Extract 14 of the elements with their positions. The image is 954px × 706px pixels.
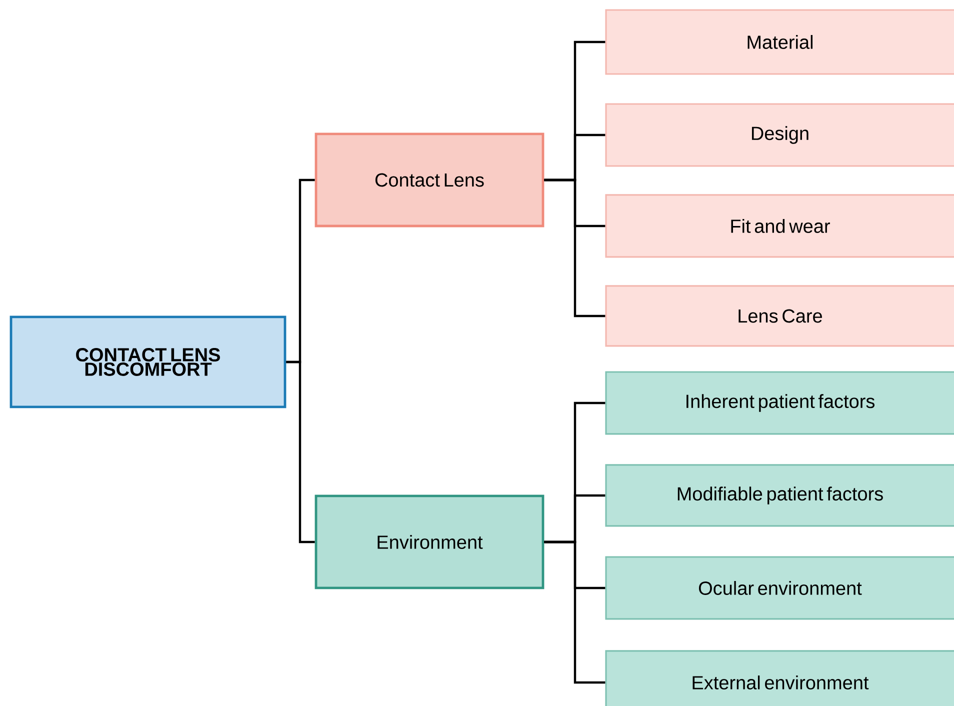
factor-box: Fit and wear: [605, 194, 954, 258]
factor-box: External environment: [605, 650, 954, 706]
factor-box: Material: [605, 9, 954, 75]
factor-box: Design: [605, 103, 954, 167]
category-box: CONTACT LENS DISCOMFORT: [10, 316, 286, 408]
connector-line: [544, 178, 606, 318]
category-box: Contact Lens: [314, 132, 544, 228]
factor-box: Modifiable patient factors: [605, 464, 954, 527]
factor-box: Inherent patient factors: [605, 371, 954, 435]
factor-box: Ocular environment: [605, 556, 954, 620]
category-box: Environment: [314, 494, 544, 590]
connector-line: [286, 360, 315, 544]
factor-box: Lens Care: [605, 285, 954, 347]
connector-line: [544, 540, 606, 684]
